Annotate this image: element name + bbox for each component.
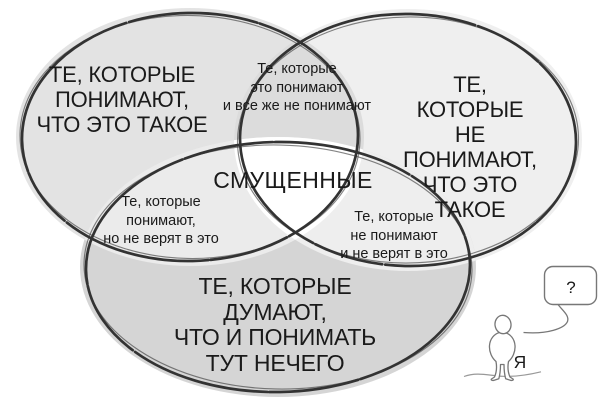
circle-dont-understand-outline xyxy=(238,12,578,268)
circle-dont-understand-outline-sketch xyxy=(236,16,580,264)
observer-me-label: Я xyxy=(513,352,527,372)
speech-bubble-question-mark: ? xyxy=(566,278,576,297)
ground-line xyxy=(463,371,542,378)
region-label-nothing-to-understand: ТЕ, КОТОРЫЕ ДУМАЮТ, ЧТО И ПОНИМАТЬ ТУТ Н… xyxy=(173,273,377,376)
person-body xyxy=(488,331,516,382)
region-label-dont-understand: ТЕ, КОТОРЫЕ НЕ ПОНИМАЮТ, ЧТО ЭТО ТАКОЕ xyxy=(403,72,537,222)
intersection-label-understand-yet-dont: Те, которые это понимают и все же не пон… xyxy=(222,61,372,114)
observer-group xyxy=(463,265,598,382)
circle-understand-outline-sketch xyxy=(19,14,361,260)
intersection-label-understand-dont-believe: Те, которые понимают, но не верят в это xyxy=(103,194,219,247)
venn-outlines xyxy=(19,11,580,394)
center-label-confused: СМУЩЕННЫЕ xyxy=(213,167,373,193)
person-head xyxy=(494,314,512,335)
intersection-label-dont-understand-dont-believe: Те, которые не понимают и не верят в это xyxy=(340,209,448,262)
circle-understand-outline xyxy=(20,11,360,263)
circle-nothing-to-understand-outline xyxy=(84,140,472,394)
speech-bubble-box xyxy=(543,265,598,306)
circle-nothing-to-understand-outline-sketch xyxy=(83,144,473,390)
region-label-understand: ТЕ, КОТОРЫЕ ПОНИМАЮТ, ЧТО ЭТО ТАКОЕ xyxy=(36,62,208,137)
venn-region-fills xyxy=(16,8,582,397)
person-icon xyxy=(488,314,516,382)
speech-bubble-tail xyxy=(523,304,569,334)
speech-bubble xyxy=(523,265,598,334)
intersection-left-fill xyxy=(80,137,364,266)
